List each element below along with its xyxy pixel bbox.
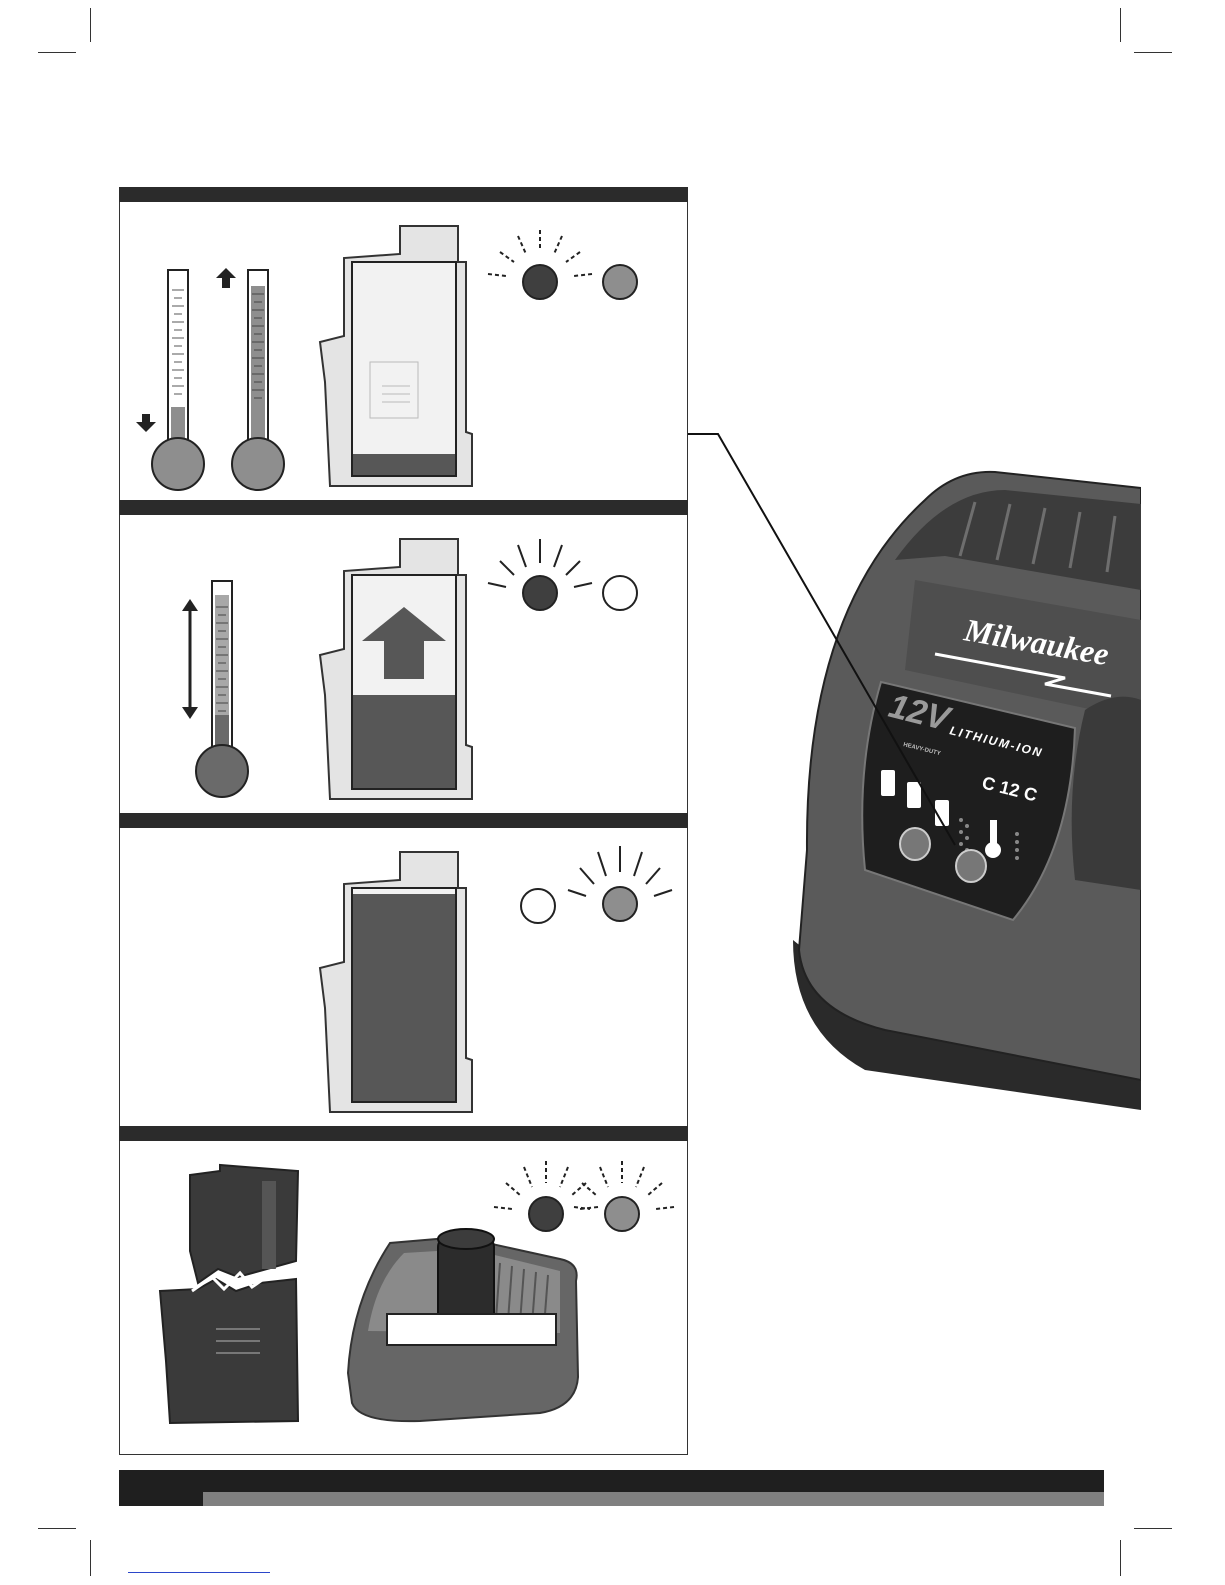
- panel-charged: [120, 828, 687, 1126]
- broken-battery-icon: [160, 1165, 298, 1423]
- battery-charging-symbol-icon: [881, 770, 895, 796]
- charger-red-led: [900, 828, 930, 860]
- panel-separator: [119, 813, 688, 828]
- battery-low-icon: [320, 226, 472, 486]
- crop-mark-bottom-right-v: [1120, 1540, 1121, 1576]
- green-led-off-icon: [603, 576, 637, 610]
- thermometer-cold-icon: [152, 270, 204, 490]
- thermometer-hot-icon: [232, 270, 284, 490]
- battery-full-icon: [320, 852, 472, 1112]
- panel-separator: [119, 1126, 688, 1141]
- arrow-up-icon: [216, 268, 236, 288]
- arrow-down-icon: [136, 414, 156, 432]
- red-led-blinking-icon: [488, 230, 592, 299]
- panel-separator: [119, 500, 688, 515]
- thermometer-normal-icon: [196, 581, 248, 797]
- panel-defective: [120, 1141, 687, 1454]
- double-arrow-icon: [182, 599, 198, 719]
- crop-mark-top-right-h: [1134, 52, 1172, 53]
- panel-separator: [119, 187, 688, 202]
- red-led-off-icon: [521, 889, 555, 923]
- crop-mark-bottom-left-h: [38, 1528, 76, 1529]
- crop-mark-top-left-h: [38, 52, 76, 53]
- footer-link-underline: [128, 1572, 270, 1573]
- panel-temperature: [120, 202, 687, 500]
- charger-with-battery-icon: [348, 1229, 578, 1421]
- footer-tab: [119, 1492, 203, 1506]
- battery-charging-icon: [320, 539, 472, 799]
- red-led-on-icon: [488, 539, 592, 610]
- charger-illustration: Milwaukee 12V LITHIUM-ION HEAVY-DUTY C 1…: [745, 470, 1141, 1120]
- charger-green-led: [956, 850, 986, 882]
- crop-mark-top-left-v: [90, 8, 91, 42]
- footer-bar: [119, 1470, 1104, 1492]
- crop-mark-bottom-left-v: [90, 1540, 91, 1576]
- battery-full-symbol-icon: [907, 782, 921, 808]
- footer-grey-bar: [203, 1492, 1104, 1506]
- green-led-blinking-icon: [574, 1161, 674, 1231]
- panel-charging: [120, 515, 687, 813]
- green-led-on-icon: [568, 846, 672, 921]
- crop-mark-top-right-v: [1120, 8, 1121, 42]
- battery-fault-symbol-icon: [935, 800, 949, 826]
- crop-mark-bottom-right-h: [1134, 1528, 1172, 1529]
- temperature-symbol-stem: [990, 820, 997, 848]
- red-led-blinking-icon: [494, 1161, 598, 1231]
- green-led-on-icon: [603, 265, 637, 299]
